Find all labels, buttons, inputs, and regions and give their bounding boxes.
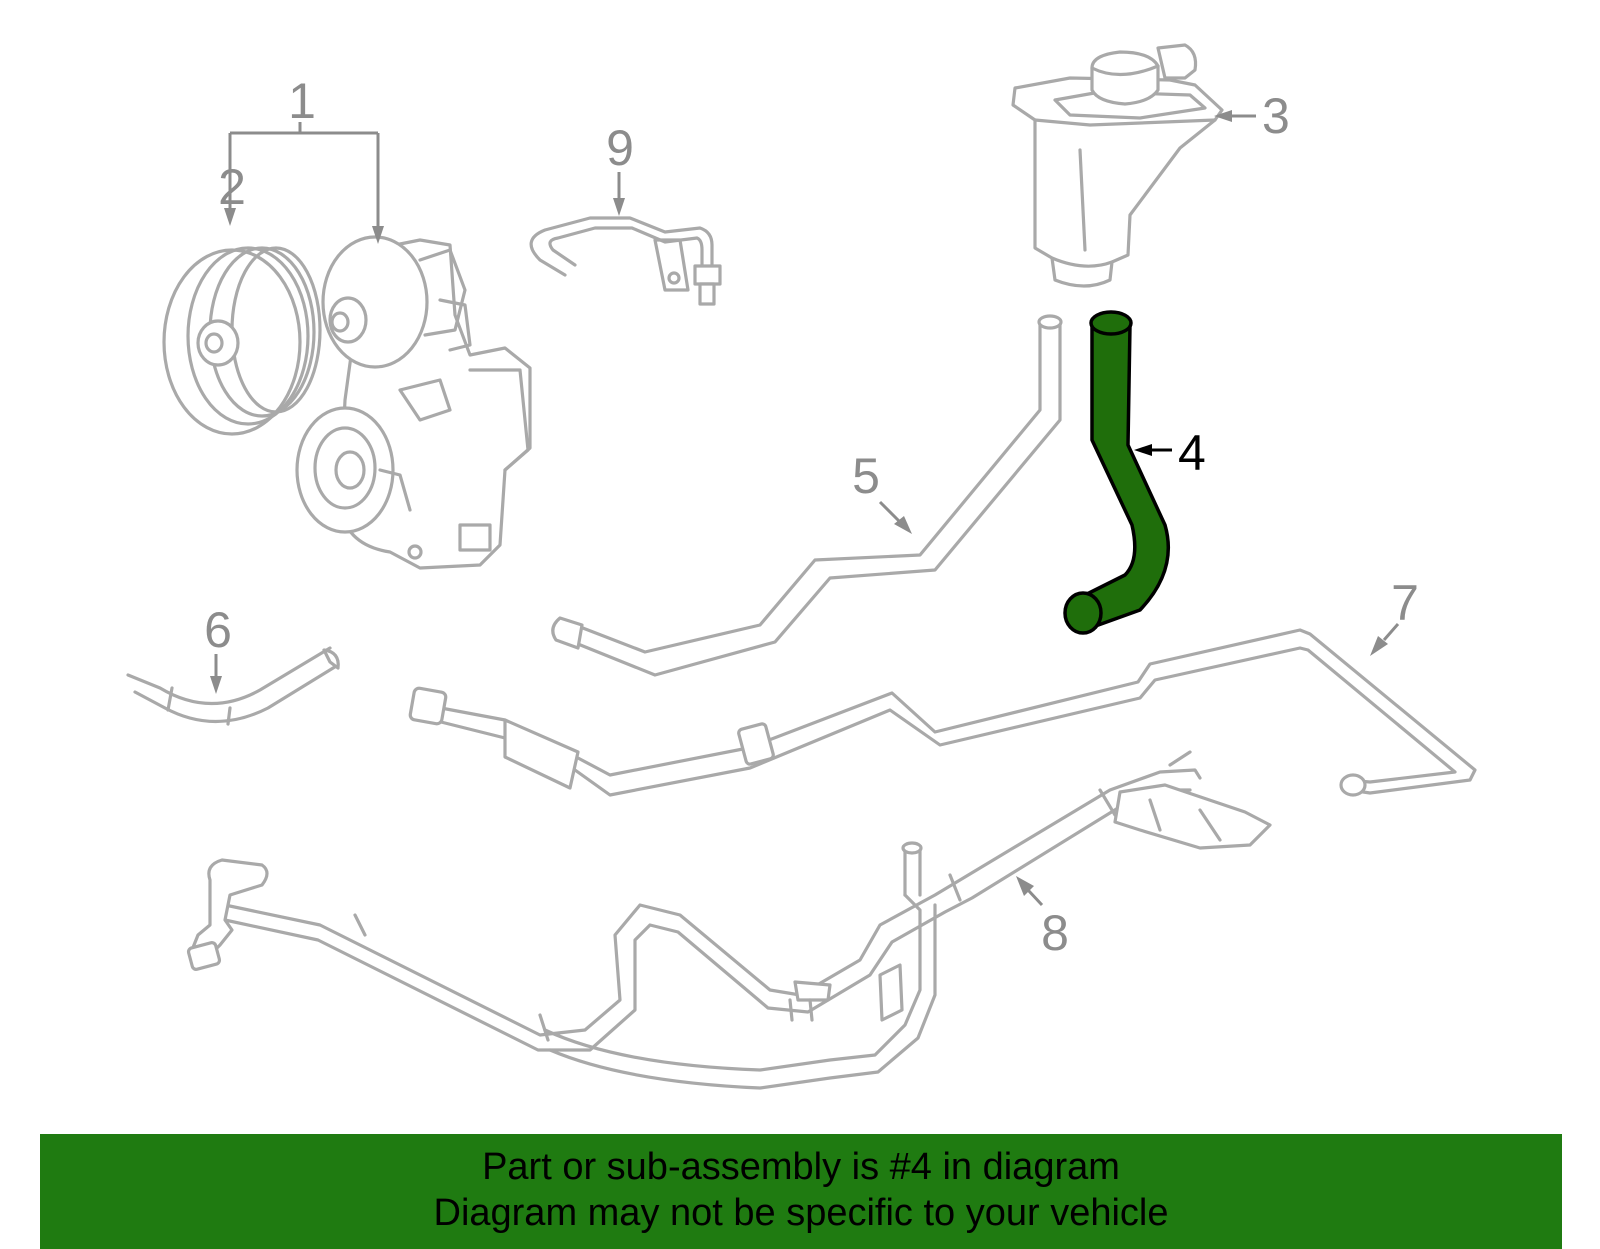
banner-line-disclaimer: Diagram may not be specific to your vehi…	[433, 1192, 1169, 1234]
part-9-tube-bracket[interactable]	[529, 216, 722, 306]
callout-label-1: 1	[288, 73, 316, 129]
callout-label-4: 4	[1178, 425, 1206, 481]
callout-5: 5	[852, 448, 912, 534]
callout-2: 2	[218, 159, 246, 215]
part-6-hose[interactable]	[126, 646, 340, 726]
callout-label-9: 9	[606, 120, 634, 176]
part-1-pump-assembly[interactable]	[295, 235, 532, 570]
callout-9: 9	[606, 120, 634, 216]
part-8-line-assembly[interactable]	[186, 750, 1272, 1090]
part-2-pulley[interactable]	[162, 246, 322, 436]
callout-6: 6	[204, 602, 232, 694]
callout-label-7: 7	[1391, 575, 1419, 631]
info-banner: Part or sub-assembly is #4 in diagram Di…	[40, 1134, 1562, 1249]
callout-label-8: 8	[1041, 905, 1069, 961]
part-7-pressure-line[interactable]	[408, 628, 1477, 797]
part-5-pipe[interactable]	[551, 314, 1063, 677]
part-4-hose-highlighted[interactable]	[1063, 310, 1170, 635]
callout-label-2: 2	[218, 159, 246, 215]
callout-3: 3	[1214, 88, 1290, 144]
callout-7: 7	[1370, 575, 1419, 656]
callout-label-6: 6	[204, 602, 232, 658]
callout-label-3: 3	[1262, 88, 1290, 144]
callout-4: 4	[1134, 425, 1206, 481]
callout-label-5: 5	[852, 448, 880, 504]
callout-8: 8	[1016, 876, 1069, 961]
callout-1: 1	[224, 73, 384, 244]
banner-line-part: Part or sub-assembly is #4 in diagram	[482, 1146, 1120, 1188]
parts-diagram: 1 2 9 3 4 5 6 7 8	[126, 43, 1477, 1090]
part-3-reservoir[interactable]	[1011, 43, 1224, 288]
